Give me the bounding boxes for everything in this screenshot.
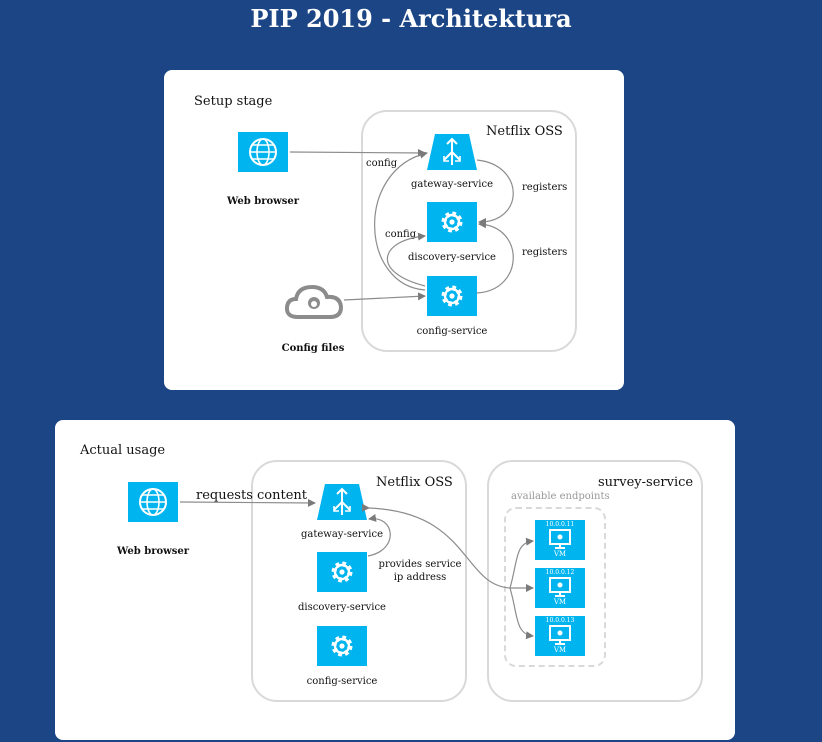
setup-stage-label: Setup stage: [194, 94, 273, 109]
vm-monitor-icon: [549, 577, 571, 597]
usage-gateway-node[interactable]: [317, 484, 367, 520]
edge-label-registers-2: registers: [522, 247, 568, 258]
requests-content-label: requests content: [196, 488, 307, 503]
globe-icon: [238, 132, 288, 172]
usage-config-service-node[interactable]: [317, 626, 367, 666]
vm-monitor-icon: [549, 625, 571, 645]
gear-icon: [427, 202, 477, 242]
gear-icon: [427, 276, 477, 316]
setup-gateway-node[interactable]: [427, 134, 477, 170]
setup-config-service-node[interactable]: [427, 276, 477, 316]
vm-node[interactable]: 10.0.0.11 VM: [535, 520, 585, 560]
usage-web-browser-node[interactable]: [128, 482, 178, 522]
survey-service-label: survey-service: [598, 475, 694, 490]
provides-service-label: provides service ip address: [370, 558, 470, 584]
config-files-label: Config files: [281, 343, 345, 354]
setup-discovery-label: discovery-service: [408, 252, 496, 263]
gateway-icon: [317, 484, 367, 520]
actual-usage-label: Actual usage: [80, 443, 166, 458]
vm-node[interactable]: 10.0.0.13 VM: [535, 616, 585, 656]
provides-service-line1: provides service: [378, 559, 462, 570]
edge-label-config-2: config: [385, 229, 417, 240]
globe-icon: [128, 482, 178, 522]
web-browser-label: Web browser: [226, 196, 300, 207]
gear-icon: [317, 552, 367, 592]
setup-discovery-node[interactable]: [427, 202, 477, 242]
usage-discovery-node[interactable]: [317, 552, 367, 592]
vm-node[interactable]: 10.0.0.12 VM: [535, 568, 585, 608]
gear-icon: [317, 626, 367, 666]
vm-label: VM: [553, 646, 567, 654]
edge-label-config-1: config: [366, 158, 398, 169]
vm-ip: 10.0.0.12: [545, 569, 575, 576]
usage-discovery-label: discovery-service: [298, 602, 386, 613]
vm-monitor-icon: [549, 529, 571, 549]
vm-ip: 10.0.0.13: [545, 617, 575, 624]
vm-label: VM: [553, 550, 567, 558]
page-title: PIP 2019 - Architektura: [250, 4, 572, 33]
github-cloud-icon: [284, 284, 344, 319]
setup-gateway-label: gateway-service: [410, 179, 494, 190]
usage-config-service-label: config-service: [306, 676, 378, 687]
web-browser-node[interactable]: [238, 132, 288, 172]
setup-netflix-oss-label: Netflix OSS: [486, 124, 563, 139]
vm-label: VM: [553, 598, 567, 606]
usage-netflix-oss-label: Netflix OSS: [376, 475, 453, 490]
edge-label-registers-1: registers: [522, 182, 568, 193]
gateway-icon: [427, 134, 477, 170]
available-endpoints-label: available endpoints: [511, 491, 610, 502]
usage-gateway-label: gateway-service: [300, 529, 384, 540]
usage-web-browser-label: Web browser: [116, 546, 190, 557]
vm-ip: 10.0.0.11: [545, 521, 575, 528]
config-files-node[interactable]: [284, 283, 344, 321]
provides-service-line2: ip address: [393, 572, 447, 583]
setup-config-service-label: config-service: [416, 326, 488, 337]
